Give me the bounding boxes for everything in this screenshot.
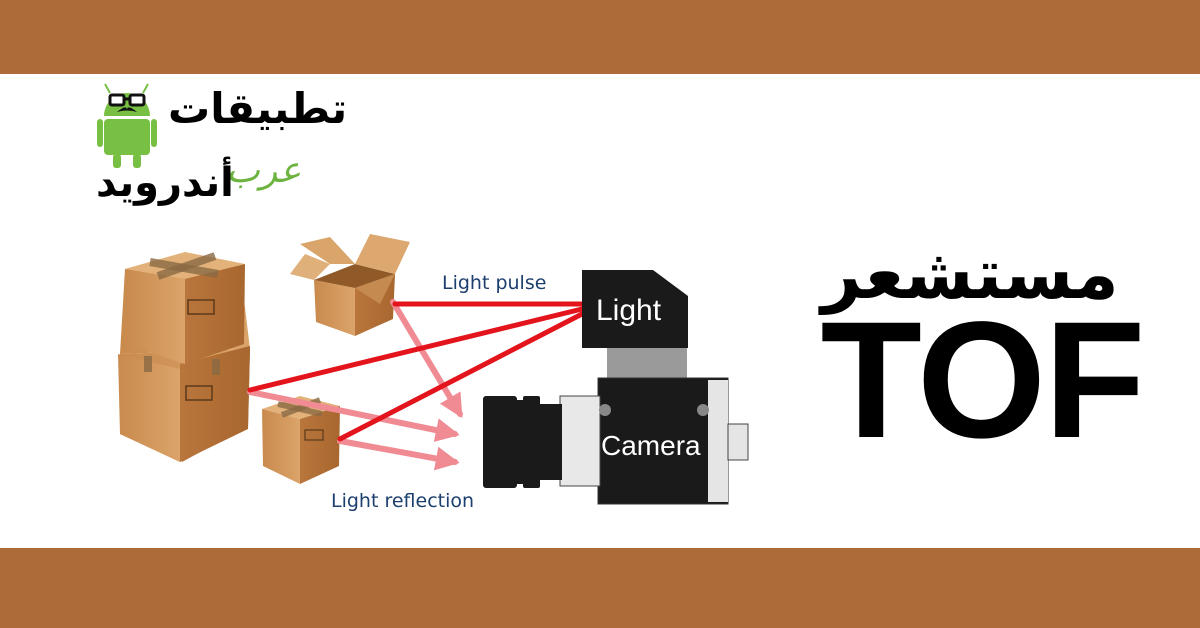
camera-label: Camera [601,430,701,461]
light-reflection-label: Light reflection [331,490,475,512]
small-box-icon [262,396,340,484]
bottom-banner-band [0,548,1200,628]
light-pulse-label: Light pulse [442,272,547,294]
top-banner-band [0,0,1200,74]
tof-diagram [97,83,749,505]
logo-accent-text: عرب [226,150,302,191]
light-device-label: Light [596,294,662,327]
logo-text-line2: أندرويد [96,160,234,206]
light-reflection-rays [247,299,463,471]
android-mascot-icon [97,83,157,168]
logo-text-line1: تطبيقات [168,84,348,133]
stacked-boxes-icon [118,252,250,462]
camera-icon [483,377,749,505]
main-canvas: تطبيقات عرب أندرويد Light pulse Light re… [0,74,1200,548]
light-emitter-icon [582,270,688,378]
title-english: TOF [820,288,1146,473]
title-arabic: مستشعر [821,233,1119,315]
light-pulse-rays [247,301,585,442]
open-box-icon [290,234,410,336]
